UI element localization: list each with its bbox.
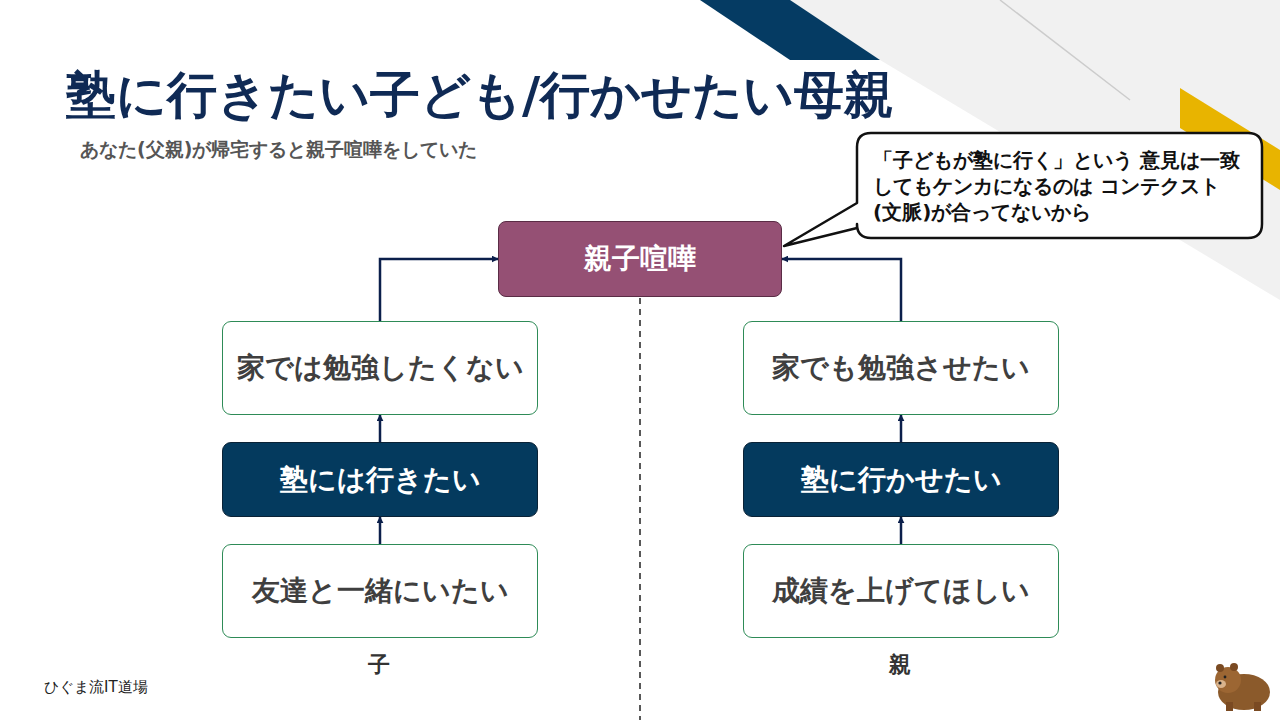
bear-illustration [1215,663,1270,711]
text-group: 塾には行きたい [280,461,481,499]
text-group: 塾に行かせたい [801,461,1002,499]
slide-subtitle: あなた(父親)が帰宅すると親子喧嘩をしていた [80,137,477,163]
opinion-box: 塾には行きたい [222,442,538,517]
footer-credit: ひぐま流IT道場 [44,678,148,697]
flow-arrow [380,259,498,321]
slide-title: 塾に行きたい子ども/行かせたい母親 [66,62,894,129]
flow-arrow [900,517,903,544]
thin-line [1000,0,1130,100]
text-group: 友達と一緒にいたい [252,572,509,610]
navy-stripe [700,0,880,60]
node-text: 家では勉強したくない [237,349,524,387]
node-text: 家でも勉強させたい [772,349,1030,387]
text-group: 家では勉強したくない [237,349,524,387]
node-text: 親子喧嘩 [584,240,696,278]
context-box: 家では勉強したくない [222,321,538,415]
speech-callout: 「子どもが塾に行く」という 意見は一致してもケンカになるのは コンテクスト(文脈… [857,133,1262,238]
text-group: 家でも勉強させたい [772,349,1030,387]
text-group: 親子喧嘩 [584,240,696,278]
flow-arrow [782,259,901,321]
opinion-box: 塾に行かせたい [743,442,1059,517]
text-group: 成績を上げてほしい [772,572,1030,610]
flow-arrow [379,517,382,544]
node-text: 塾に行かせたい [801,461,1002,499]
flow-arrow [379,415,382,442]
column-label: 子 [368,650,390,680]
motive-box: 成績を上げてほしい [743,544,1059,638]
column-label: 親 [889,650,911,680]
context-box: 家でも勉強させたい [743,321,1059,415]
divider-line [639,298,641,720]
flow-arrow [900,415,903,442]
node-text: 塾には行きたい [280,461,481,499]
node-text: 成績を上げてほしい [772,572,1030,610]
motive-box: 友達と一緒にいたい [222,544,538,638]
result-box: 親子喧嘩 [498,221,782,297]
text-group: 「子どもが塾に行く」という 意見は一致してもケンカになるのは コンテクスト(文脈… [873,147,1248,225]
node-text: 「子どもが塾に行く」という 意見は一致してもケンカになるのは コンテクスト(文脈… [873,147,1248,225]
node-text: 友達と一緒にいたい [252,572,509,610]
